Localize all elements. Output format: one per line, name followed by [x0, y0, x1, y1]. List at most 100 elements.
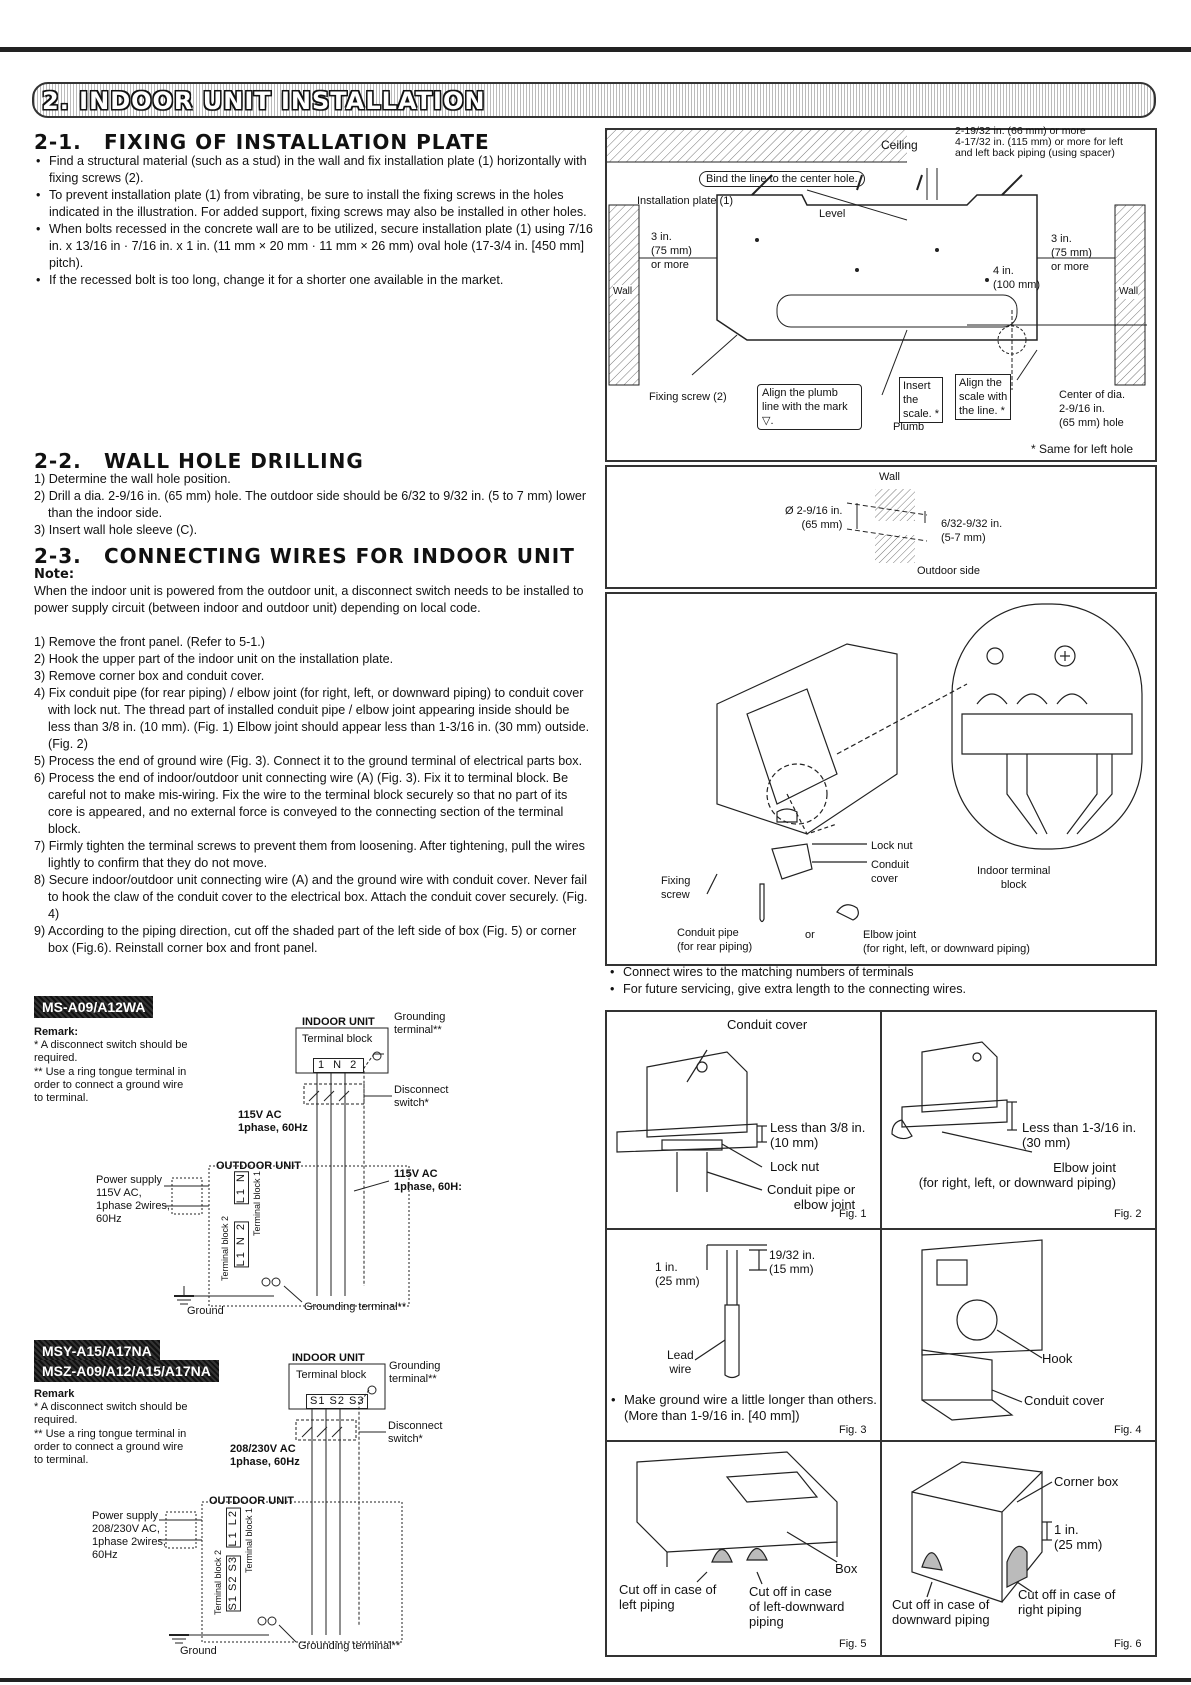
indoor-unit-label: INDOOR UNIT	[302, 1016, 375, 1028]
phase-in: 1phase, 60Hz	[238, 1122, 308, 1134]
center-hole-label: Center of dia. 2-9/16 in. (65 mm) hole	[1059, 389, 1126, 429]
fig4-label: Fig. 4	[1114, 1424, 1142, 1436]
step: 2) Hook the upper part of the indoor uni…	[34, 652, 394, 666]
same-left-note: * Same for left hole	[1031, 442, 1134, 456]
right-gap-label: 3 in. (75 mm) or more	[1051, 233, 1092, 273]
plumb-label: Plumb	[893, 421, 925, 433]
power-supply-label: Power supply 115V AC, 1phase 2wires, 60H…	[96, 1174, 170, 1225]
grounding-terminal-label: Grounding terminal**	[389, 1360, 441, 1385]
align-scale-note: Align the scale with the line. *	[955, 374, 1012, 420]
clearance-note: 2-19/32 in. (66 mm) or more 4-17/32 in. …	[955, 125, 1123, 159]
bottom-rule	[0, 1678, 1191, 1682]
bullet: Make ground wire a little longer than ot…	[609, 1392, 879, 1424]
fig5-left-downward: Cut off in case of left-downward piping	[749, 1584, 845, 1629]
disconnect-switch-label: Disconnect switch*	[388, 1420, 443, 1445]
fig-5-drawing	[636, 1451, 838, 1585]
fig-6: Corner box 1 in. (25 mm) Cut off in case…	[882, 1442, 1155, 1655]
fig-3-drawing	[694, 1244, 767, 1379]
power-supply-label: Power supply 208/230V AC, 1phase 2wires,…	[92, 1510, 166, 1561]
wiring-lines-2	[159, 1363, 403, 1644]
grounding-terminal-label-2: Grounding terminal**	[298, 1640, 401, 1652]
ground-label: Ground	[180, 1645, 217, 1657]
fig3-lead-wire: Lead wire	[667, 1348, 694, 1376]
fixing-screw-label: Fixing screw	[661, 875, 691, 901]
section-2-1-body: Find a structural material (such as a st…	[34, 153, 594, 289]
bullet: Find a structural material (such as a st…	[34, 153, 594, 187]
bullet: To prevent installation plate (1) from v…	[34, 187, 594, 221]
remark-1: * A disconnect switch should be required…	[34, 1401, 188, 1426]
indoor-terminal-block-label: Indoor terminal block	[977, 865, 1051, 891]
outdoor-unit-label: OUTDOOR UNIT	[209, 1495, 294, 1507]
connection-notes: Connect wires to the matching numbers of…	[608, 964, 1153, 998]
fig-4: Hook Conduit cover Fig. 4	[882, 1230, 1155, 1440]
four-inch-label: 4 in. (100 mm)	[993, 265, 1041, 291]
section-2-2-body: 1) Determine the wall hole position. 2) …	[34, 471, 594, 539]
ground-label: Ground	[187, 1305, 224, 1317]
slope-label: 6/32-9/32 in. (5-7 mm)	[941, 518, 1003, 544]
level-label: Level	[819, 208, 846, 220]
phase-in: 1phase, 60Hz	[230, 1456, 300, 1468]
connection-figure: Lock nut Conduit cover Indoor terminal b…	[605, 592, 1157, 966]
step: 3) Remove corner box and conduit cover.	[34, 669, 265, 683]
banner-title: 2. INDOOR UNIT INSTALLATION	[42, 87, 486, 115]
disconnect-switch-label: Disconnect switch*	[394, 1084, 449, 1109]
wiring-lines-1	[164, 1027, 410, 1307]
fig5-label: Fig. 5	[839, 1638, 867, 1650]
voltage-out: 115V AC	[394, 1168, 438, 1180]
wall-right-label: Wall	[1119, 285, 1139, 299]
wiring-diagram-1: MS-A09/A12WA Remark: * A disconnect swit…	[34, 996, 604, 1326]
phase-out: 1phase, 60H:	[394, 1181, 462, 1193]
fig-5: Box Cut off in case of left piping Cut o…	[607, 1442, 880, 1655]
section-2-3-note: Note: When the indoor unit is powered fr…	[34, 566, 594, 617]
wall-hole-figure: Wall Ø 2-9/16 in. (65 mm) 6/32-9/32 in. …	[605, 465, 1157, 589]
fig1-conduit-pipe: Conduit pipe or elbow joint	[767, 1182, 856, 1212]
fig3-1in: 1 in. (25 mm)	[655, 1260, 700, 1288]
fig-3: 1 in. (25 mm) 19/32 in. (15 mm) Lead wir…	[607, 1230, 880, 1440]
fig1-lock-nut: Lock nut	[770, 1159, 820, 1174]
indoor-unit-label: INDOOR UNIT	[292, 1352, 365, 1364]
model-tag: MS-A09/A12WA	[34, 996, 154, 1018]
bullet: For future servicing, give extra length …	[608, 981, 1153, 998]
heading-2-3: 2-3.CONNECTING WIRES FOR INDOOR UNIT	[34, 544, 575, 568]
fig4-conduit-cover: Conduit cover	[1024, 1393, 1105, 1408]
step: 8) Secure indoor/outdoor unit connecting…	[34, 873, 588, 921]
wall-left-label: Wall	[613, 285, 633, 299]
fig6-1in: 1 in. (25 mm)	[1054, 1522, 1103, 1552]
step: 1) Determine the wall hole position.	[34, 472, 231, 486]
fig3-label: Fig. 3	[839, 1424, 867, 1436]
fig-1-drawing	[616, 1049, 767, 1192]
terminal-block-label: Terminal block	[302, 1033, 373, 1045]
voltage-in: 208/230V AC	[230, 1443, 296, 1455]
wall-label: Wall	[879, 471, 900, 483]
note-text: When the indoor unit is powered from the…	[34, 584, 584, 615]
step: 5) Process the end of ground wire (Fig. …	[34, 754, 583, 768]
or-label: or	[805, 929, 815, 941]
bullet: Connect wires to the matching numbers of…	[608, 964, 1153, 981]
fig-1: Conduit cover Less than 3/8 in. (10 mm) …	[607, 1012, 880, 1228]
heading-2-1: 2-1.FIXING OF INSTALLATION PLATE	[34, 130, 490, 154]
section-banner: 2. INDOOR UNIT INSTALLATION	[32, 82, 1156, 118]
plumb-note: Align the plumb line with the mark ▽.	[757, 384, 862, 430]
model-tag-2: MSZ-A09/A12/A15/A17NA	[34, 1360, 219, 1382]
elbow-joint-label: Elbow joint (for right, left, or downwar…	[863, 929, 1030, 955]
fig2-label: Fig. 2	[1114, 1208, 1142, 1220]
connection-drawing	[706, 603, 1143, 923]
lock-nut-label: Lock nut	[871, 840, 913, 852]
grounding-terminal-label: Grounding terminal**	[394, 1011, 446, 1036]
bind-line-note: Bind the line to the center hole.	[699, 171, 865, 187]
outdoor-side-label: Outdoor side	[917, 565, 980, 577]
fig1-less-than: Less than 3/8 in. (10 mm)	[770, 1120, 866, 1150]
fig6-corner-box: Corner box	[1054, 1474, 1119, 1489]
installation-plate-figure: Ceiling 2-19/32 in. (66 mm) or more 4-17…	[605, 125, 1157, 462]
fig6-downward: Cut off in case of downward piping	[892, 1597, 990, 1627]
step: 2) Drill a dia. 2-9/16 in. (65 mm) hole.…	[34, 489, 587, 520]
conduit-cover-label: Conduit cover	[871, 859, 909, 885]
step: 1) Remove the front panel. (Refer to 5-1…	[34, 635, 265, 649]
fig3-19-32: 19/32 in. (15 mm)	[769, 1248, 816, 1276]
fig1-label: Fig. 1	[839, 1208, 867, 1220]
remark-2: ** Use a ring tongue terminal in order t…	[34, 1428, 187, 1466]
step: 7) Firmly tighten the terminal screws to…	[34, 839, 585, 870]
remark-1: * A disconnect switch should be required…	[34, 1039, 188, 1064]
ceiling-label: Ceiling	[881, 138, 918, 152]
fig2-elbow-joint: Elbow joint (for right, left, or downwar…	[918, 1160, 1116, 1190]
